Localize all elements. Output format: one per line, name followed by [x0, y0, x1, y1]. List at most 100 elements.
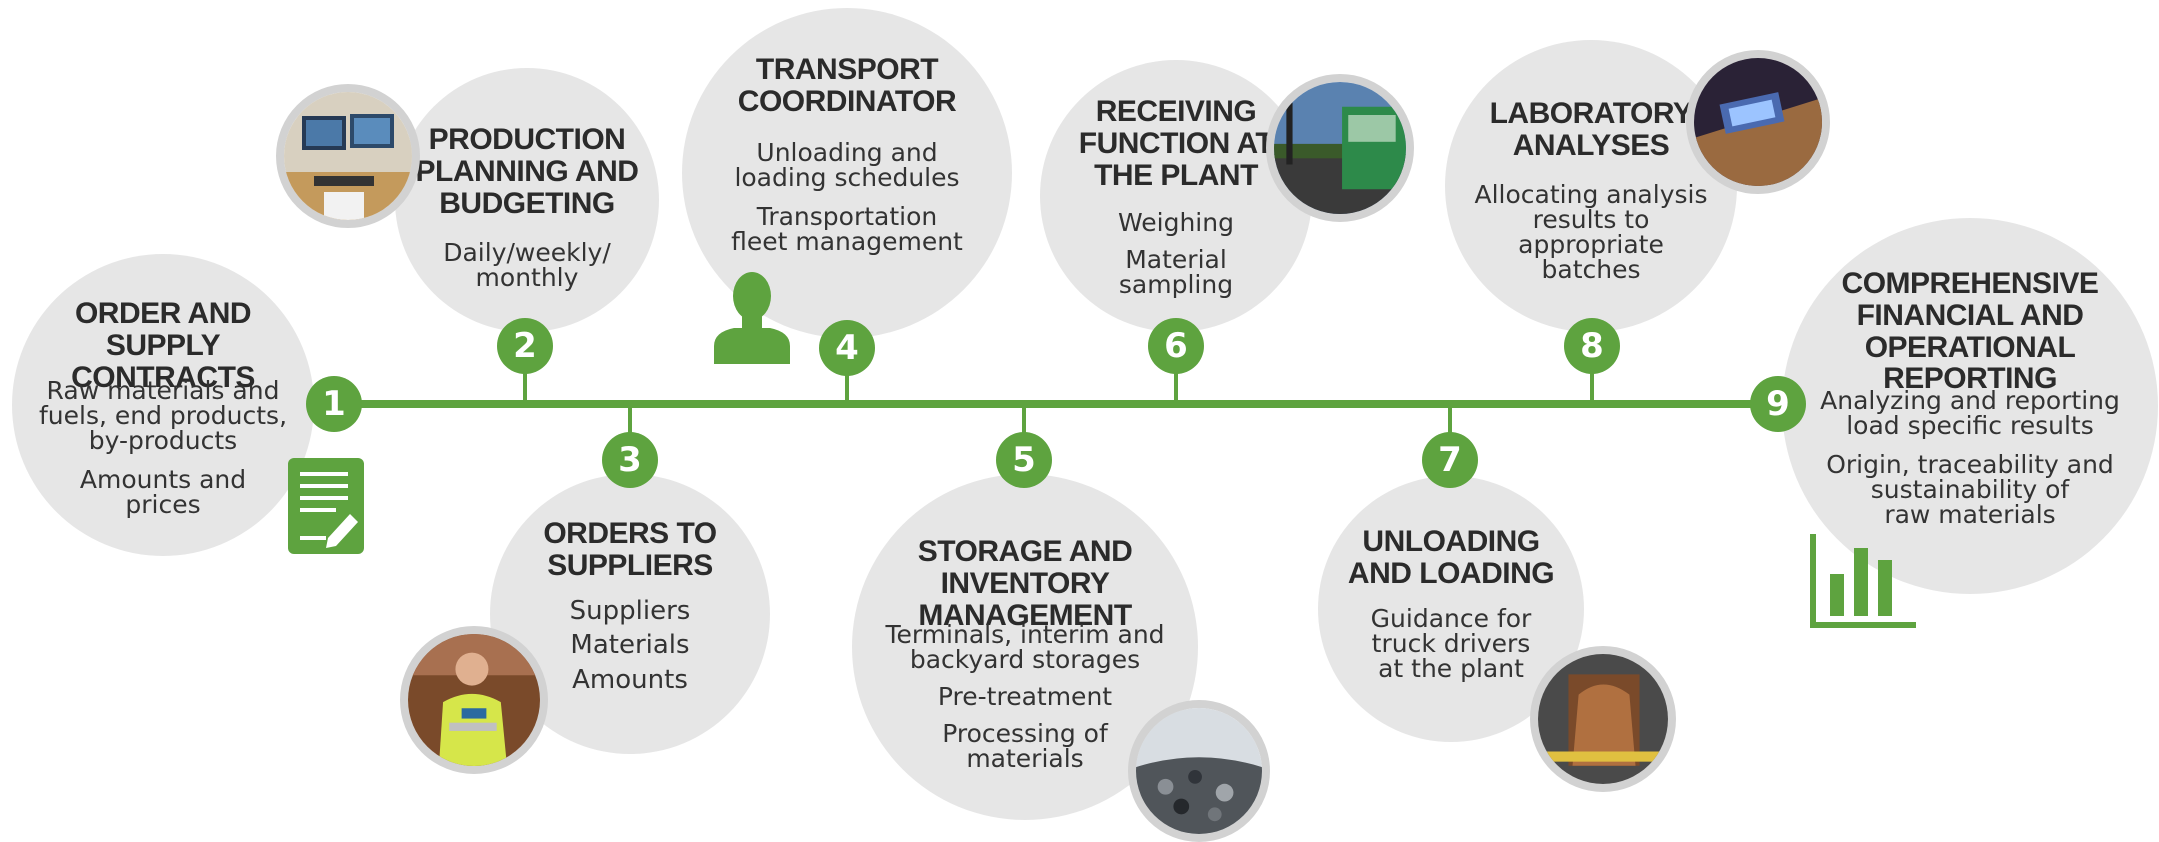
- step-9-desc-line: sustainability of: [1870, 475, 2070, 504]
- step-9-marker: 9: [1750, 376, 1806, 432]
- step-9-desc-line: Analyzing and reporting: [1820, 386, 2120, 415]
- step-5-desc-line: Pre-treatment: [937, 682, 1113, 711]
- step-9-description: Analyzing and reporting load specific re…: [1782, 388, 2158, 527]
- step-3-title-line: SUPPLIERS: [547, 548, 713, 582]
- step-8-title-line: LABORATORY: [1489, 97, 1693, 130]
- step-1-title-line: ORDER AND: [74, 297, 252, 330]
- step-1-desc-line: prices: [125, 490, 201, 519]
- step-1-desc-line: fuels, end products,: [38, 401, 288, 430]
- step-3-desc-line: Materials: [570, 630, 690, 661]
- step-5-desc-line: backyard storages: [909, 645, 1141, 674]
- step-6-title-line: RECEIVING: [1095, 95, 1257, 128]
- step-1-desc-line: Amounts and: [79, 465, 247, 494]
- step-3-desc-line: Suppliers: [569, 596, 691, 626]
- step-4-marker: 4: [819, 320, 875, 376]
- timeline-line: [330, 400, 1780, 408]
- step-9-desc-line: Origin, traceability and: [1826, 450, 2114, 479]
- step-9-title-line: COMPREHENSIVE: [1841, 267, 2099, 300]
- step-4-desc-line: fleet management: [731, 227, 963, 256]
- step-6-title-line: THE PLANT: [1094, 158, 1258, 192]
- step-4-title-line: TRANSPORT: [755, 53, 939, 86]
- step-6-desc-line: sampling: [1118, 270, 1234, 299]
- step-2-description: Daily/weekly/ monthly: [395, 240, 659, 290]
- step-2-bubble: PRODUCTION PLANNING AND BUDGETING Daily/…: [395, 68, 659, 332]
- step-7-description: Guidance for truck drivers at the plant: [1318, 606, 1584, 681]
- step-6-title-line: FUNCTION AT: [1078, 126, 1274, 160]
- step-2-desc-line: monthly: [475, 263, 579, 292]
- step-8-desc-line: results to: [1532, 205, 1650, 234]
- step-5-marker: 5: [996, 432, 1052, 488]
- step-3-title-line: ORDERS TO: [543, 517, 717, 550]
- step-2-marker: 2: [497, 318, 553, 374]
- step-2-title: PRODUCTION PLANNING AND BUDGETING: [395, 124, 659, 219]
- step-4-title-line: COORDINATOR: [737, 84, 957, 118]
- stockpile-photo: [1128, 700, 1270, 842]
- step-4-description: Unloading and loading schedules Transpor…: [682, 140, 1012, 254]
- step-5-connector: [1022, 406, 1026, 436]
- step-5-desc-line: materials: [966, 744, 1084, 773]
- step-2-desc-line: Daily/weekly/: [443, 238, 611, 267]
- step-7-title-line: AND LOADING: [1347, 556, 1555, 590]
- step-4-connector: [845, 372, 849, 402]
- step-6-bubble: RECEIVING FUNCTION AT THE PLANT Weighing…: [1040, 60, 1312, 332]
- step-9-title-line: FINANCIAL AND: [1856, 298, 2084, 332]
- step-2-title-line: BUDGETING: [439, 186, 615, 220]
- step-1-desc-line: by-products: [88, 426, 238, 455]
- step-7-marker: 7: [1422, 432, 1478, 488]
- step-4-title: TRANSPORT COORDINATOR: [682, 54, 1012, 118]
- step-8-description: Allocating analysis results to appropria…: [1445, 182, 1737, 282]
- step-3-description: Suppliers Materials Amounts: [490, 594, 770, 697]
- step-8-desc-line: appropriate: [1518, 230, 1664, 259]
- step-8-desc-line: batches: [1541, 255, 1641, 284]
- step-4-desc-line: Transportation: [756, 202, 938, 231]
- step-1-description: Raw materials and fuels, end products, b…: [12, 378, 314, 517]
- step-9-desc-line: raw materials: [1884, 500, 2056, 529]
- step-2-connector: [523, 372, 527, 402]
- step-7-connector: [1448, 406, 1452, 436]
- step-7-title-line: UNLOADING: [1362, 525, 1540, 558]
- step-1-title: ORDER AND SUPPLY CONTRACTS: [12, 298, 314, 393]
- step-8-bubble: LABORATORY ANALYSES Allocating analysis …: [1445, 40, 1737, 332]
- step-9-bubble: COMPREHENSIVE FINANCIAL AND OPERATIONAL …: [1782, 218, 2158, 594]
- step-7-title: UNLOADING AND LOADING: [1318, 526, 1584, 590]
- step-6-description: Weighing Material sampling: [1040, 210, 1312, 297]
- step-3-marker: 3: [602, 432, 658, 488]
- step-3-connector: [628, 406, 632, 436]
- step-6-title: RECEIVING FUNCTION AT THE PLANT: [1040, 96, 1312, 191]
- step-8-title-line: ANALYSES: [1512, 128, 1670, 162]
- step-9-title: COMPREHENSIVE FINANCIAL AND OPERATIONAL …: [1782, 268, 2158, 395]
- step-7-desc-line: truck drivers: [1371, 629, 1531, 658]
- step-2-title-line: PLANNING AND: [415, 154, 639, 188]
- bar-chart-icon: [1808, 534, 1918, 630]
- truck-at-plant-photo: [1266, 74, 1414, 222]
- step-6-desc-line: Weighing: [1118, 208, 1234, 237]
- step-6-connector: [1174, 372, 1178, 402]
- step-7-desc-line: Guidance for: [1370, 604, 1532, 633]
- step-1-marker: 1: [306, 376, 362, 432]
- step-7-desc-line: at the plant: [1378, 654, 1524, 683]
- step-5-description: Terminals, interim and backyard storages…: [852, 622, 1198, 771]
- step-2-title-line: PRODUCTION: [428, 123, 626, 156]
- person-silhouette-icon: [710, 268, 794, 364]
- step-8-marker: 8: [1564, 318, 1620, 374]
- step-3-desc-line: Amounts: [572, 664, 688, 695]
- step-5-desc-line: Processing of: [942, 719, 1108, 748]
- lab-scale-photo: [1686, 50, 1830, 194]
- step-6-marker: 6: [1148, 318, 1204, 374]
- step-9-title-line: OPERATIONAL REPORTING: [1864, 330, 2076, 396]
- step-6-desc-line: Material: [1125, 245, 1227, 274]
- step-4-desc-line: loading schedules: [734, 163, 960, 192]
- step-1-bubble: ORDER AND SUPPLY CONTRACTS Raw materials…: [12, 254, 314, 556]
- step-4-desc-line: Unloading and: [756, 138, 938, 167]
- step-5-title-line: INVENTORY MANAGEMENT: [918, 566, 1132, 632]
- step-9-desc-line: load specific results: [1846, 411, 2094, 440]
- step-1-desc-line: Raw materials and: [46, 376, 280, 405]
- step-5-desc-line: Terminals, interim and: [885, 620, 1165, 649]
- unloading-chips-photo: [1530, 646, 1676, 792]
- step-3-title: ORDERS TO SUPPLIERS: [490, 518, 770, 582]
- step-4-bubble: TRANSPORT COORDINATOR Unloading and load…: [682, 8, 1012, 338]
- worker-on-phone-photo: [400, 626, 548, 774]
- step-5-title: STORAGE AND INVENTORY MANAGEMENT: [852, 536, 1198, 631]
- office-workstation-photo: [276, 84, 420, 228]
- step-8-desc-line: Allocating analysis: [1474, 180, 1708, 209]
